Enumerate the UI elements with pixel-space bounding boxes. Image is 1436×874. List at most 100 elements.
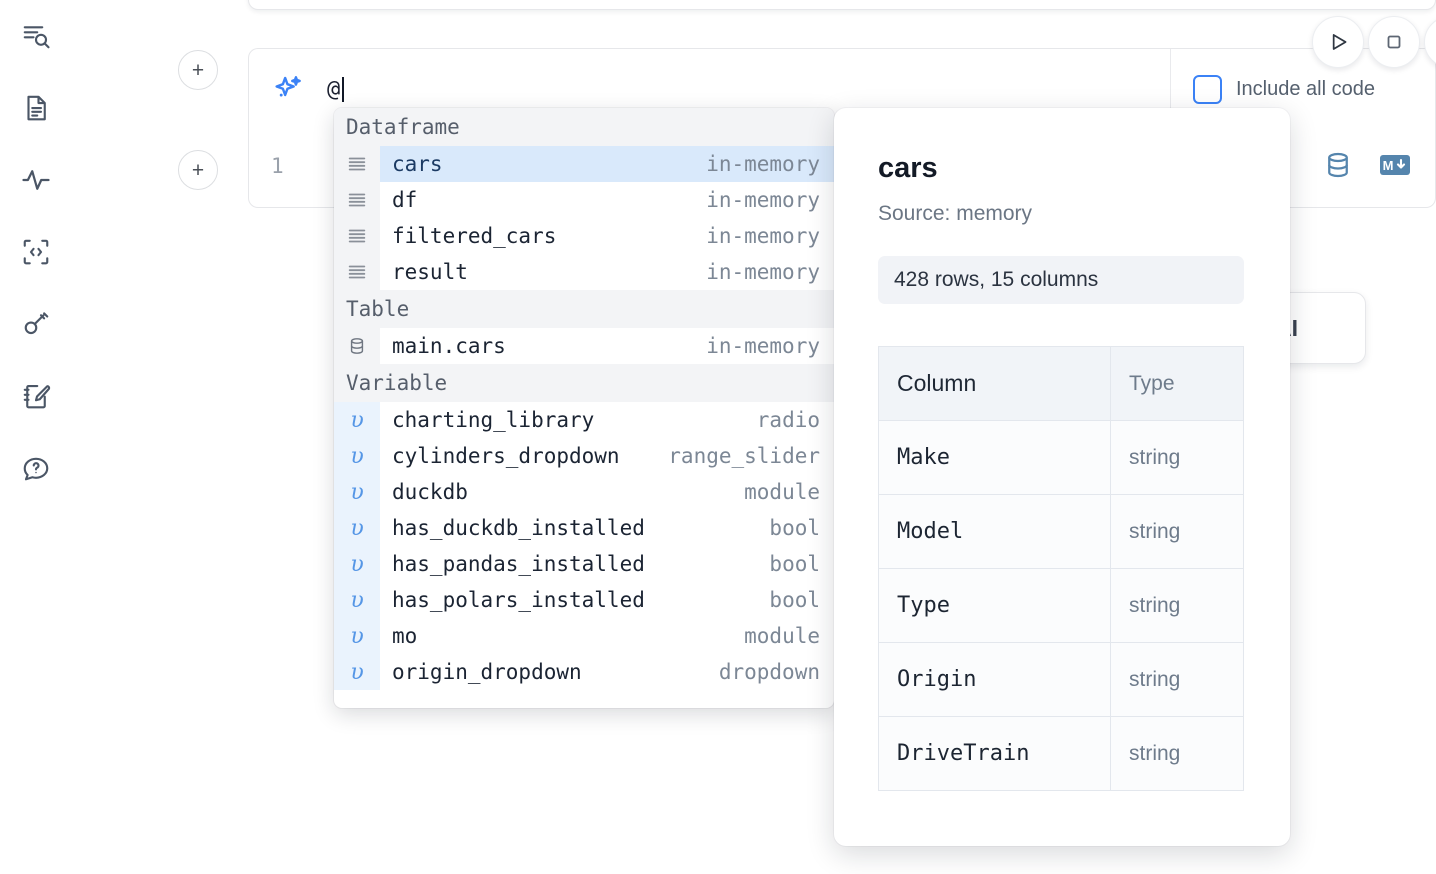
dropdown-item[interactable]: υ cylinders_dropdown range_slider bbox=[334, 438, 834, 474]
icon-rail bbox=[0, 0, 72, 874]
schema-column-type: string bbox=[1111, 643, 1243, 716]
preview-source: Source: memory bbox=[878, 202, 1033, 225]
dropdown-item-name: duckdb bbox=[392, 480, 468, 504]
text-caret bbox=[341, 77, 344, 102]
dropdown-item-name: main.cars bbox=[392, 334, 506, 358]
dataframe-preview-panel: cars Source: memory 428 rows, 15 columns… bbox=[834, 108, 1290, 846]
variable-upsilon-icon: υ bbox=[334, 546, 380, 582]
snippet-code-icon[interactable] bbox=[14, 230, 58, 274]
dropdown-group-header: Dataframe bbox=[334, 108, 834, 146]
dropdown-item-type: dropdown bbox=[718, 660, 820, 684]
schema-column-type: string bbox=[1111, 421, 1243, 494]
dataframe-rows-icon bbox=[334, 182, 380, 218]
secrets-key-icon[interactable] bbox=[14, 302, 58, 346]
add-cell-button-bottom[interactable]: + bbox=[178, 150, 218, 190]
dropdown-item-name: mo bbox=[392, 624, 418, 648]
dropdown-item-type: in-memory bbox=[706, 260, 820, 284]
dropdown-item[interactable]: υ origin_dropdown dropdown bbox=[334, 654, 834, 690]
dropdown-item-name: cars bbox=[392, 152, 443, 176]
dropdown-item-type: in-memory bbox=[706, 224, 820, 248]
schema-column-type: string bbox=[1111, 495, 1243, 568]
dropdown-item-name: charting_library bbox=[392, 408, 595, 432]
dropdown-item[interactable]: υ charting_library radio bbox=[334, 402, 834, 438]
notebook-file-icon[interactable] bbox=[14, 86, 58, 130]
dropdown-item-name: result bbox=[392, 260, 468, 284]
dropdown-item-name: has_pandas_installed bbox=[392, 552, 645, 576]
dropdown-item-name: cylinders_dropdown bbox=[392, 444, 620, 468]
dropdown-item-type: module bbox=[744, 480, 820, 504]
dropdown-item-type: bool bbox=[769, 516, 820, 540]
dropdown-item[interactable]: main.cars in-memory bbox=[334, 328, 834, 364]
dropdown-item[interactable]: cars in-memory bbox=[334, 146, 834, 182]
schema-column-name: Origin bbox=[879, 643, 1111, 716]
variable-upsilon-icon: υ bbox=[334, 474, 380, 510]
markdown-icon[interactable]: M bbox=[1379, 153, 1411, 182]
schema-column-name: Type bbox=[879, 569, 1111, 642]
include-all-code-control[interactable]: Include all code bbox=[1193, 49, 1375, 130]
variable-upsilon-icon: υ bbox=[334, 510, 380, 546]
dropdown-item-name: filtered_cars bbox=[392, 224, 557, 248]
schema-column-name: Model bbox=[879, 495, 1111, 568]
schema-column-type: string bbox=[1111, 717, 1243, 790]
svg-text:M: M bbox=[1383, 158, 1394, 173]
include-all-code-checkbox[interactable] bbox=[1193, 75, 1222, 104]
include-all-code-label: Include all code bbox=[1236, 78, 1375, 100]
dropdown-item-name: has_polars_installed bbox=[392, 588, 645, 612]
schema-column-name: DriveTrain bbox=[879, 717, 1111, 790]
dropdown-item-type: radio bbox=[756, 408, 820, 432]
dataframe-rows-icon bbox=[334, 146, 380, 182]
variable-upsilon-icon: υ bbox=[334, 582, 380, 618]
dropdown-item-type: range_slider bbox=[668, 444, 820, 468]
preview-title: cars bbox=[878, 152, 938, 184]
dropdown-item-type: bool bbox=[769, 588, 820, 612]
dropdown-item-type: in-memory bbox=[706, 152, 820, 176]
dropdown-item-type: bool bbox=[769, 552, 820, 576]
variable-upsilon-icon: υ bbox=[334, 654, 380, 690]
dropdown-item[interactable]: υ has_polars_installed bool bbox=[334, 582, 834, 618]
variable-upsilon-icon: υ bbox=[334, 402, 380, 438]
dropdown-group-header: Table bbox=[334, 290, 834, 328]
previous-cell-stub bbox=[248, 0, 1436, 10]
scratchpad-edit-icon[interactable] bbox=[14, 374, 58, 418]
activity-pulse-icon[interactable] bbox=[14, 158, 58, 202]
dropdown-item[interactable]: df in-memory bbox=[334, 182, 834, 218]
dropdown-group-header: Variable bbox=[334, 364, 834, 402]
dataframe-rows-icon bbox=[334, 218, 380, 254]
dropdown-item[interactable]: result in-memory bbox=[334, 254, 834, 290]
database-table-icon bbox=[334, 328, 380, 364]
run-button[interactable] bbox=[1312, 16, 1364, 68]
dropdown-item-name: origin_dropdown bbox=[392, 660, 582, 684]
ai-prompt-value: @ bbox=[327, 77, 341, 102]
dataframe-rows-icon bbox=[334, 254, 380, 290]
database-icon[interactable] bbox=[1323, 150, 1353, 185]
dropdown-item-type: in-memory bbox=[706, 188, 820, 212]
dropdown-item[interactable]: filtered_cars in-memory bbox=[334, 218, 834, 254]
line-number: 1 bbox=[271, 154, 284, 178]
ai-prompt-input[interactable]: @ bbox=[249, 49, 1171, 130]
dropdown-item-name: df bbox=[392, 188, 418, 212]
dropdown-item-type: in-memory bbox=[706, 334, 820, 358]
explore-search-icon[interactable] bbox=[14, 14, 58, 58]
dropdown-item[interactable]: υ has_pandas_installed bool bbox=[334, 546, 834, 582]
schema-column-header: Column bbox=[879, 347, 1111, 420]
preview-shape-badge: 428 rows, 15 columns bbox=[878, 256, 1244, 304]
variable-upsilon-icon: υ bbox=[334, 618, 380, 654]
add-cell-button-top[interactable]: + bbox=[178, 50, 218, 90]
variable-upsilon-icon: υ bbox=[334, 438, 380, 474]
sparkle-ai-icon bbox=[271, 73, 305, 107]
stop-button[interactable] bbox=[1368, 16, 1420, 68]
schema-column-name: Make bbox=[879, 421, 1111, 494]
help-chat-icon[interactable] bbox=[14, 446, 58, 490]
schema-type-header: Type bbox=[1111, 347, 1243, 420]
